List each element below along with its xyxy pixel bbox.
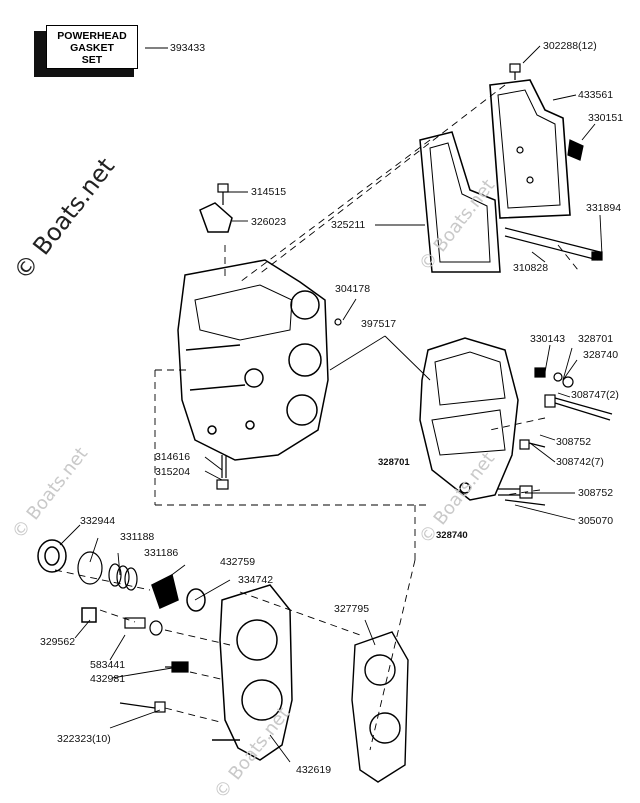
part-label: 305070	[578, 515, 614, 527]
kit-title-line-3: SET	[81, 54, 103, 66]
part-label: 302288(12)	[543, 40, 597, 52]
kit-part-number: 393433	[170, 42, 206, 54]
bolt-322323	[119, 701, 166, 713]
assembly-dash-lines	[54, 84, 579, 751]
part-label: 328740	[436, 530, 468, 541]
part-label: 328701	[578, 333, 614, 345]
part-label: 329562	[40, 636, 76, 648]
bolt-308752	[498, 485, 533, 499]
part-label: 334742	[238, 574, 274, 586]
part-label: 397517	[361, 318, 397, 330]
head-gasket-327795	[351, 631, 409, 783]
part-label: 328740	[583, 349, 619, 361]
cylinder-head-432619	[212, 584, 293, 761]
bolt-308742	[519, 439, 546, 450]
part-label: 308747(2)	[571, 389, 619, 401]
bolt-308747	[544, 394, 613, 421]
kit-title-line-2: GASKET	[70, 42, 114, 54]
part-label: 332944	[80, 515, 116, 527]
kit-title-line-1: POWERHEAD	[57, 30, 127, 42]
part-label: 331186	[144, 547, 179, 559]
part-label: 432759	[220, 556, 256, 568]
bolt-302288	[509, 63, 521, 80]
part-label: 432619	[296, 764, 332, 776]
valve-432759	[151, 573, 179, 610]
part-label: 328701	[378, 457, 410, 468]
powerhead-gasket-set-box: POWERHEAD GASKET SET	[34, 25, 144, 77]
fitting-331894	[591, 251, 603, 261]
part-label: 331188	[120, 531, 155, 543]
cover-gasket-325211	[419, 131, 501, 273]
cover-plate-433561	[489, 79, 571, 219]
nut-328701	[553, 372, 563, 382]
clip-330151	[567, 139, 584, 161]
o-ring-331188	[77, 551, 103, 585]
part-label: 325211	[331, 219, 366, 231]
part-label: 330143	[530, 333, 566, 345]
screw-330143	[534, 367, 546, 378]
part-label: 326023	[251, 216, 287, 228]
seal-334742	[186, 588, 206, 612]
part-label: 583441	[90, 659, 126, 671]
part-label: 432981	[90, 673, 126, 685]
fitting-329562	[81, 607, 97, 623]
part-label: 314515	[251, 186, 287, 198]
part-label: 433561	[578, 89, 614, 101]
fitting-332944	[37, 539, 67, 573]
temperature-switch-432981	[165, 661, 189, 673]
part-label: 331894	[586, 202, 622, 214]
plug-304178	[334, 318, 342, 326]
part-label: 304178	[335, 283, 371, 295]
part-label: 308752	[556, 436, 592, 448]
leader-lines	[59, 45, 603, 763]
part-label: 330151	[588, 112, 624, 124]
part-label: 327795	[334, 603, 370, 615]
washer-328740	[562, 376, 574, 388]
part-label: 308742(7)	[556, 456, 604, 468]
bolt-314515	[217, 183, 229, 205]
crankcase-assembly	[419, 337, 519, 501]
part-label: 308752	[578, 487, 614, 499]
stud-314616	[221, 455, 227, 478]
bracket-326023	[199, 202, 233, 233]
spring-331186	[108, 563, 138, 591]
part-label: 314616	[155, 451, 191, 463]
part-label: 315204	[155, 466, 191, 478]
nut-315204	[216, 479, 229, 490]
powerhead-block	[177, 259, 329, 461]
pin-305070	[504, 499, 546, 506]
part-label: 322323(10)	[57, 733, 111, 745]
tube-310828	[504, 227, 601, 261]
part-label: 310828	[513, 262, 549, 274]
fitting-583441	[124, 617, 163, 636]
